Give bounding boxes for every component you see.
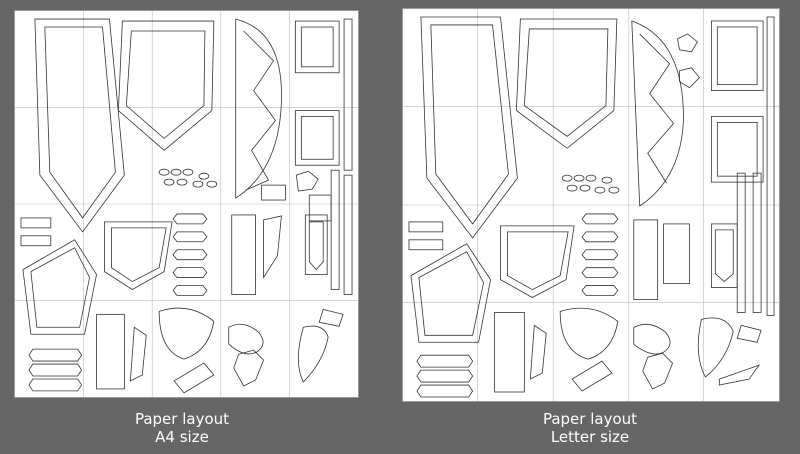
a4-layout-sheet: [14, 10, 359, 398]
letter-caption-size: Letter size: [550, 428, 630, 446]
letter-caption: Paper layout Letter size: [460, 410, 720, 446]
a4-caption-title: Paper layout: [134, 410, 230, 428]
a4-caption-size: A4 size: [155, 428, 209, 446]
a4-caption: Paper layout A4 size: [52, 410, 312, 446]
letter-pattern-drawing: [403, 9, 779, 401]
a4-pattern-drawing: [15, 11, 358, 397]
letter-caption-title: Paper layout: [542, 410, 638, 428]
letter-layout-sheet: [402, 8, 780, 402]
